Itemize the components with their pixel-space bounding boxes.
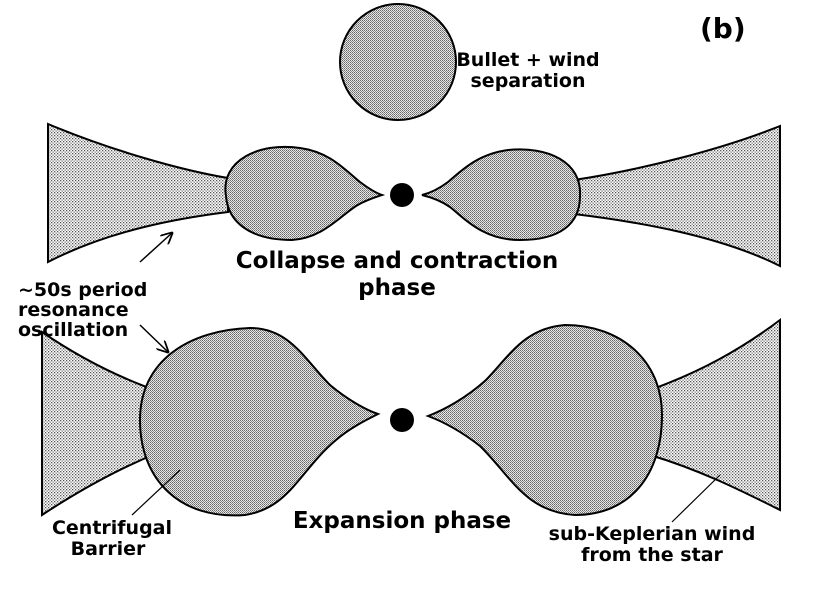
barrier-label-line2: Barrier <box>71 538 146 560</box>
oscillation-label-line3: oscillation <box>18 319 128 341</box>
bottom-phase-title: Expansion phase <box>293 508 511 534</box>
oscillation-arrow-bottom <box>139 324 168 352</box>
oscillation-label-line2: resonance <box>18 299 129 321</box>
top-phase-title-line2: phase <box>358 275 436 301</box>
oscillation-label-line1: ~50s period <box>18 279 147 301</box>
top-phase-title-line1: Collapse and contraction <box>236 248 558 274</box>
bullet-sphere <box>339 3 457 121</box>
wind-label-line1: sub-Keplerian wind <box>549 523 756 545</box>
bullet-label-line1: Bullet + wind <box>456 49 599 71</box>
wind-leader <box>671 474 721 523</box>
top-left-funnel <box>47 122 229 264</box>
barrier-label-line1: Centrifugal <box>52 517 172 539</box>
wind-label-line2: from the star <box>581 544 723 566</box>
oscillation-arrow-top <box>139 233 172 263</box>
bullet-label-line2: separation <box>471 70 586 92</box>
bottom-right-funnel <box>649 318 781 512</box>
barrier-leader <box>131 469 181 516</box>
top-right-droplet <box>421 148 582 242</box>
panel-label: (b) <box>700 12 746 45</box>
top-left-droplet <box>224 145 386 242</box>
bottom-star <box>390 408 414 432</box>
top-star <box>390 183 414 207</box>
bottom-left-droplet <box>138 326 381 517</box>
bottom-right-droplet <box>425 323 664 517</box>
top-right-funnel <box>573 124 781 268</box>
